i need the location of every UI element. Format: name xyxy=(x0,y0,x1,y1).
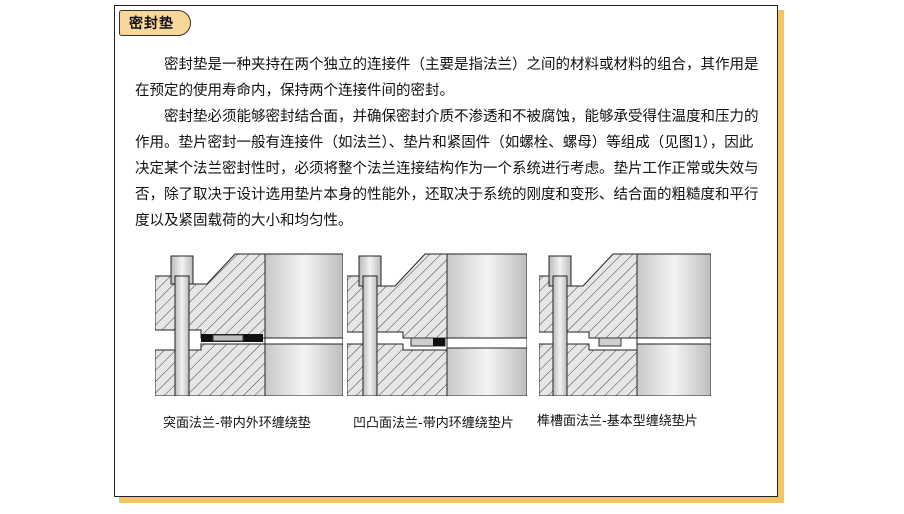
paragraph-2: 密封垫必须能够密封结合面，并确保密封介质不渗透和不被腐蚀，能够承受得住温度和压力… xyxy=(135,109,759,229)
caption-figure-2: 凹凸面法兰-带内环缠绕垫片 xyxy=(353,416,514,431)
caption-figure-3: 榫槽面法兰-基本型缠绕垫片 xyxy=(537,414,698,429)
figure-raised-face xyxy=(155,253,343,396)
figure-row: 突面法兰-带内外环缠绕垫 凹凸面法兰-带内环缠绕垫片 xyxy=(155,246,755,436)
figure-tongue-groove xyxy=(539,253,711,396)
content-card: 密封垫 密封垫是一种夹持在两个独立的连接件（主要是指法兰）之间的材料或材料的组合… xyxy=(114,5,778,497)
paragraph-1: 密封垫是一种夹持在两个独立的连接件（主要是指法兰）之间的材料或材料的组合，其作用… xyxy=(135,57,759,99)
body-text: 密封垫是一种夹持在两个独立的连接件（主要是指法兰）之间的材料或材料的组合，其作用… xyxy=(135,52,765,234)
figure-male-female xyxy=(347,253,527,396)
section-tag: 密封垫 xyxy=(119,10,191,36)
caption-figure-1: 突面法兰-带内外环缠绕垫 xyxy=(163,416,311,431)
